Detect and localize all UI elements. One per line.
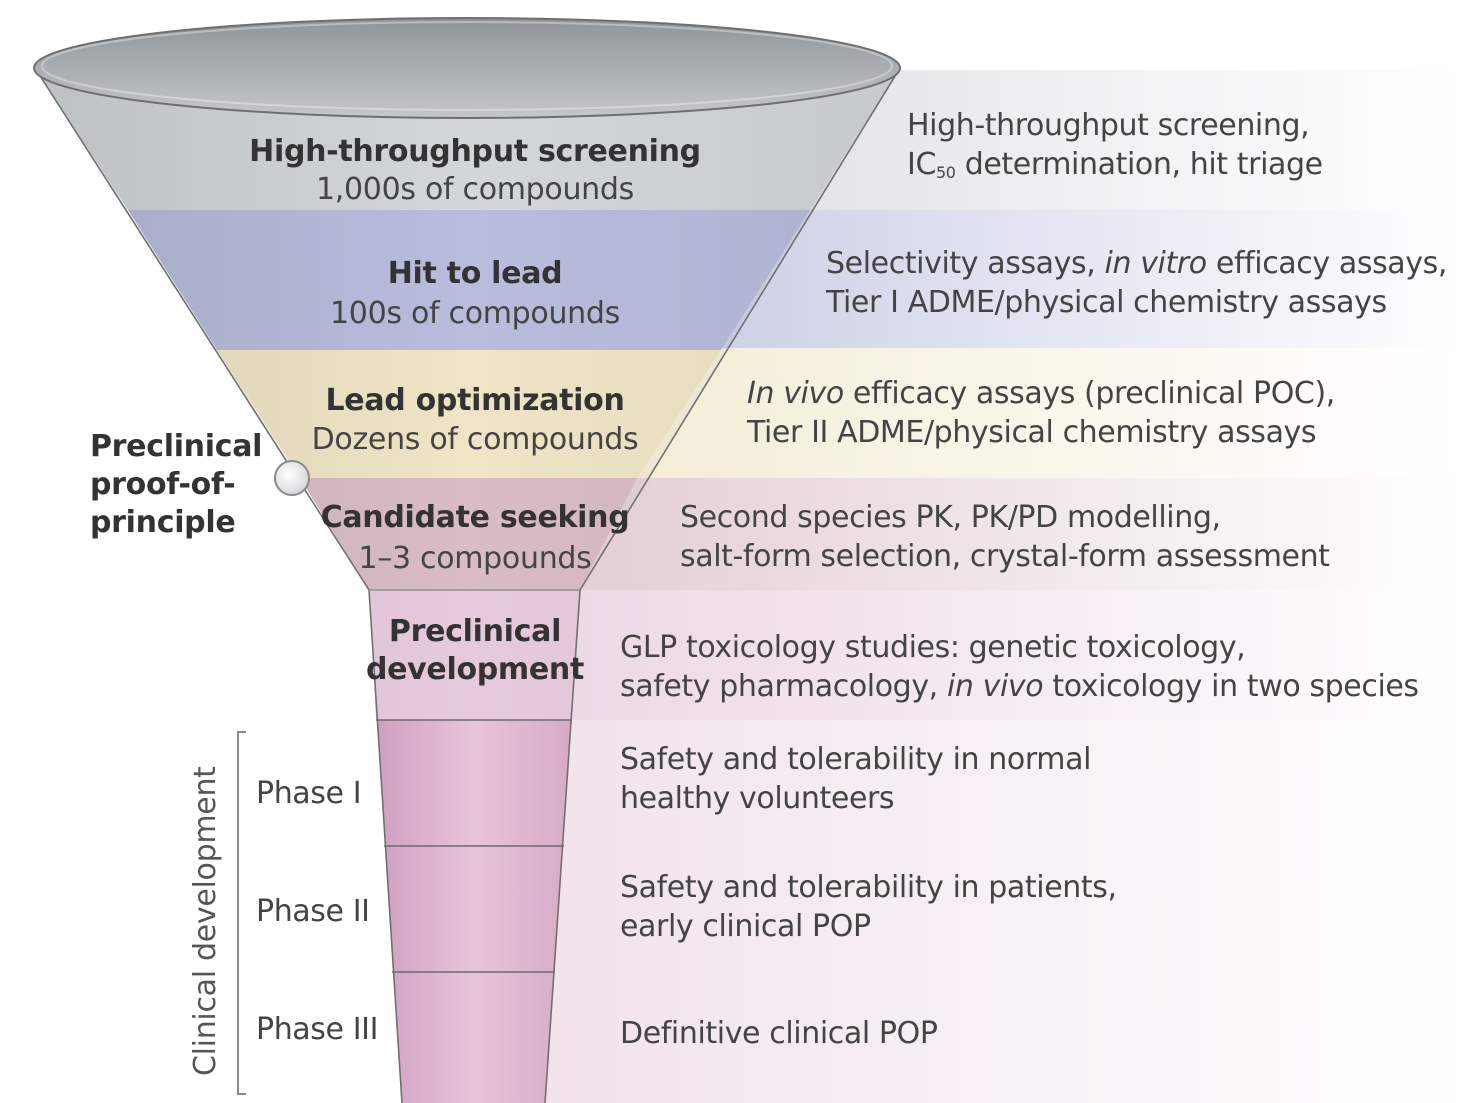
- stage-subtitle-lead-optimization: Dozens of compounds: [311, 422, 639, 457]
- ic-label: IC: [907, 147, 936, 182]
- milestone-label-line1: Preclinical: [90, 429, 263, 464]
- description-preclinical-development-line1: GLP toxicology studies: genetic toxicolo…: [620, 630, 1246, 665]
- description-hts-line2-rest: determination, hit triage: [955, 147, 1323, 182]
- cone-shading: [35, 68, 900, 590]
- stage-title-lead-optimization: Lead optimization: [325, 383, 625, 418]
- description-preclinical-development-line2-italic: in vivo: [946, 669, 1044, 704]
- description-candidate-seeking-line2: salt-form selection, crystal-form assess…: [680, 539, 1330, 574]
- ic-subscript: 50: [936, 163, 956, 182]
- description-lead-optimization: In vivo efficacy assays (preclinical POC…: [747, 374, 1335, 452]
- stage-title-preclinical-development-2: development: [365, 652, 585, 687]
- milestone-circle: [274, 460, 310, 496]
- phase-2-label: Phase II: [256, 894, 370, 929]
- description-hts-line2: IC50 determination, hit triage: [907, 145, 1323, 192]
- milestone-label-line2: proof-of-: [90, 467, 236, 502]
- description-phase-2-line1: Safety and tolerability in patients,: [620, 870, 1117, 905]
- description-phase-3: Definitive clinical POP: [620, 1014, 938, 1053]
- phase-3-label: Phase III: [256, 1012, 379, 1047]
- stage-subtitle-candidate-seeking: 1–3 compounds: [358, 541, 592, 576]
- description-hit-to-lead: Selectivity assays, in vitro efficacy as…: [826, 244, 1447, 322]
- stage-title-hts: High-throughput screening: [249, 134, 701, 169]
- description-phase-1-line2: healthy volunteers: [620, 781, 895, 816]
- description-phase-1: Safety and tolerability in normal health…: [620, 740, 1091, 818]
- stage-title-hit-to-lead: Hit to lead: [387, 256, 563, 291]
- description-candidate-seeking-line1: Second species PK, PK/PD modelling,: [680, 500, 1221, 535]
- stage-title-candidate-seeking: Candidate seeking: [320, 500, 630, 535]
- stage-title-preclinical-development-1: Preclinical: [388, 614, 562, 649]
- description-lead-optimization-line1: In vivo efficacy assays (preclinical POC…: [747, 374, 1335, 413]
- funnel-rim-highlight: [41, 21, 893, 111]
- stage-subtitle-hts: 1,000s of compounds: [316, 172, 634, 207]
- description-hts-line1: High-throughput screening,: [907, 108, 1310, 143]
- description-preclinical-development-line2: safety pharmacology, in vivo toxicology …: [620, 667, 1419, 706]
- description-phase-2-line2: early clinical POP: [620, 909, 871, 944]
- description-hts: High-throughput screening, IC50 determin…: [907, 106, 1323, 192]
- description-lead-optimization-line2: Tier II ADME/physical chemistry assays: [747, 415, 1317, 450]
- description-hit-to-lead-line2: Tier I ADME/physical chemistry assays: [826, 285, 1387, 320]
- description-hit-to-lead-line1-pre: Selectivity assays,: [826, 246, 1105, 281]
- funnel-rim: [33, 17, 901, 119]
- description-lead-optimization-line1-italic: In vivo: [747, 376, 844, 411]
- milestone-label: Preclinical proof-of- principle: [90, 428, 262, 542]
- description-lead-optimization-line1-post: efficacy assays (preclinical POC),: [843, 376, 1335, 411]
- clinical-development-label: Clinical development: [188, 766, 223, 1076]
- description-preclinical-development-line2-post: toxicology in two species: [1043, 669, 1419, 704]
- milestone-label-line3: principle: [90, 505, 236, 540]
- tube-preclinical-section: [369, 590, 580, 720]
- stage-subtitle-hit-to-lead: 100s of compounds: [330, 296, 620, 331]
- phase-1-label: Phase I: [256, 776, 362, 811]
- clinical-bracket: [237, 731, 246, 1095]
- description-hit-to-lead-line1-post: efficacy assays,: [1206, 246, 1448, 281]
- description-phase-2: Safety and tolerability in patients, ear…: [620, 868, 1117, 946]
- band-clinical: [460, 720, 1461, 1103]
- description-candidate-seeking: Second species PK, PK/PD modelling, salt…: [680, 498, 1330, 576]
- description-preclinical-development-line2-pre: safety pharmacology,: [620, 669, 947, 704]
- band-preclinical-development: [460, 590, 1461, 720]
- description-phase-1-line1: Safety and tolerability in normal: [620, 742, 1092, 777]
- description-phase-3-line1: Definitive clinical POP: [620, 1016, 938, 1051]
- description-preclinical-development: GLP toxicology studies: genetic toxicolo…: [620, 628, 1419, 706]
- description-hit-to-lead-line1: Selectivity assays, in vitro efficacy as…: [826, 244, 1447, 283]
- description-hit-to-lead-line1-italic: in vitro: [1104, 246, 1208, 281]
